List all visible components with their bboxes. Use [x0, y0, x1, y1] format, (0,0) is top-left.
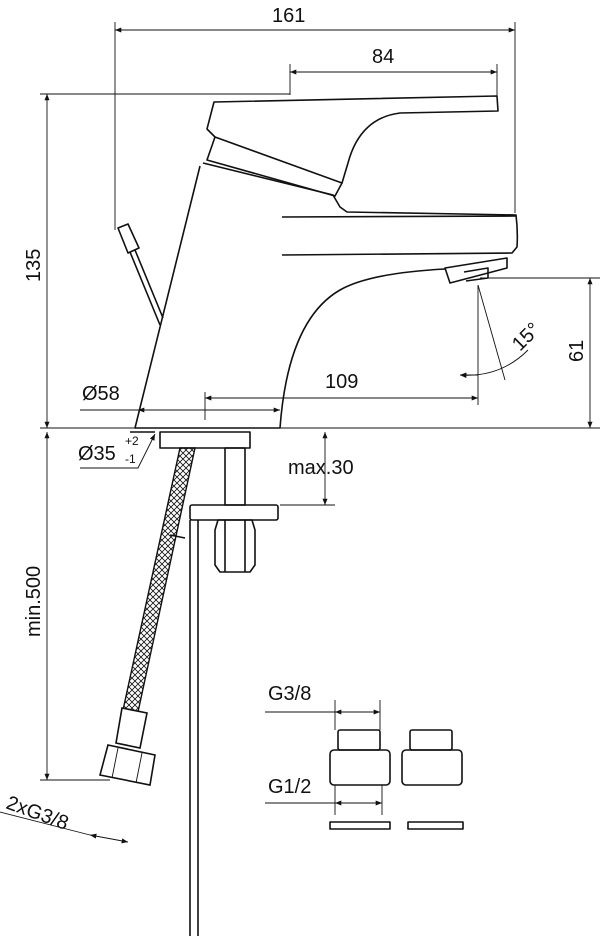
dim-spray-angle: 15° — [508, 319, 545, 356]
dim-hole-tol-plus: +2 — [125, 434, 139, 448]
dim-height: 135 — [23, 249, 45, 282]
mounting-set — [159, 431, 279, 936]
dim-adapter-inner: G3/8 — [268, 683, 311, 705]
flexible-hose — [99, 447, 196, 786]
dim-hole-diameter: Ø35 — [78, 443, 116, 465]
extension-lines — [40, 22, 600, 781]
dim-spout-projection: 109 — [325, 371, 358, 393]
dim-hose-length: min.500 — [23, 566, 45, 637]
mixer-body — [117, 95, 519, 433]
dim-hole-tol-minus: -1 — [125, 452, 136, 466]
dim-max-deck: max.30 — [288, 457, 354, 479]
dimension-lines — [0, 27, 593, 844]
dim-adapter-outer: G1/2 — [268, 776, 311, 798]
dim-overall-length: 161 — [272, 5, 305, 27]
adapters — [329, 729, 464, 830]
dim-base-diameter: Ø58 — [82, 383, 120, 405]
dim-spout-height: 61 — [566, 340, 588, 362]
dim-hose-connection: 2xG3/8 — [3, 792, 71, 835]
dim-lever-length: 84 — [372, 46, 394, 68]
